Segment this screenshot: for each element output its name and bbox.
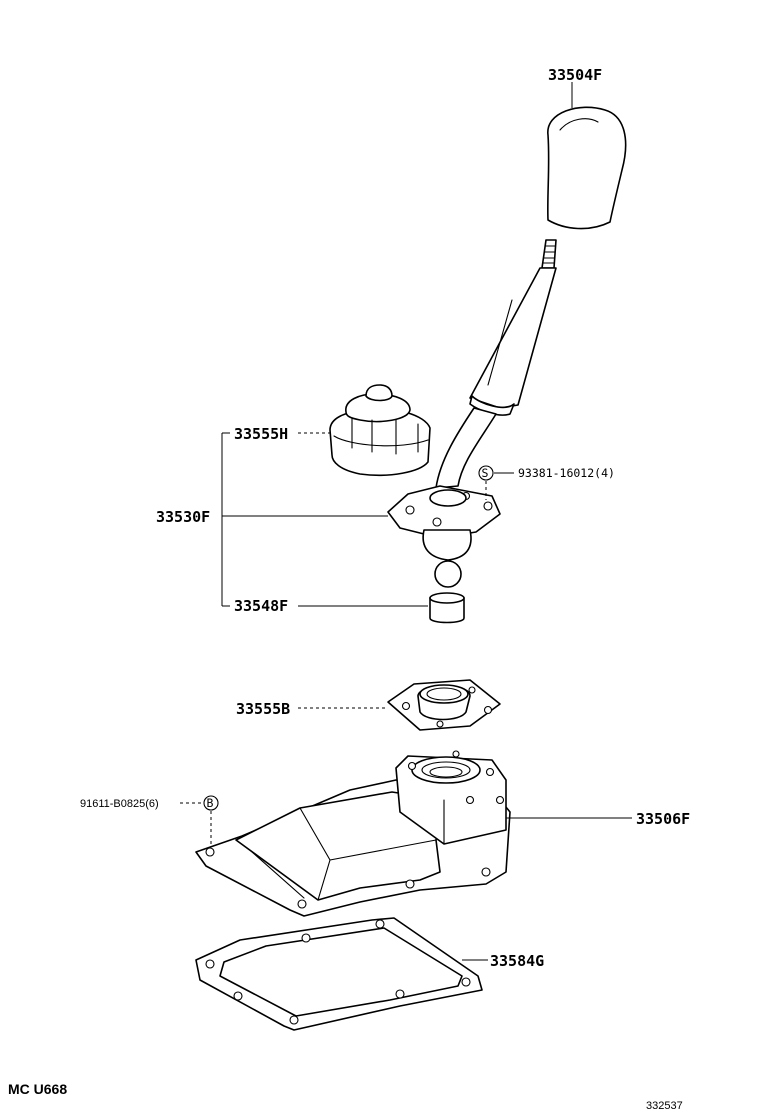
shift-boot xyxy=(329,384,431,477)
gasket-part-number: 33584G xyxy=(490,952,544,970)
bolt-marker: B xyxy=(180,795,219,846)
retainer-part-number: 33555B xyxy=(236,700,290,718)
shift-housing xyxy=(195,750,511,917)
boot-part-number: 33555H xyxy=(234,425,288,443)
bushing xyxy=(429,592,465,624)
bushing-part-number: 33548F xyxy=(234,597,288,615)
screw-marker: S xyxy=(478,465,514,500)
figure-id: 332537 xyxy=(646,1100,683,1112)
screw-part-number: 93381-16012(4) xyxy=(518,466,615,480)
diagram-code: MC U668 xyxy=(8,1081,67,1097)
knob-part-number: 33504F xyxy=(548,66,602,84)
gasket xyxy=(195,917,483,1031)
lever-base-plate xyxy=(387,485,501,588)
assembly-bracket xyxy=(221,432,388,607)
shift-lever-rod xyxy=(435,239,557,489)
screw-symbol: S xyxy=(482,466,489,480)
housing-part-number: 33506F xyxy=(636,810,690,828)
lever-assy-part-number: 33530F xyxy=(156,508,210,526)
bolt-symbol: B xyxy=(207,796,214,810)
shift-knob xyxy=(547,106,627,230)
retainer-plate xyxy=(387,679,501,731)
bolt-part-number: 91611-B0825(6) xyxy=(80,798,159,810)
